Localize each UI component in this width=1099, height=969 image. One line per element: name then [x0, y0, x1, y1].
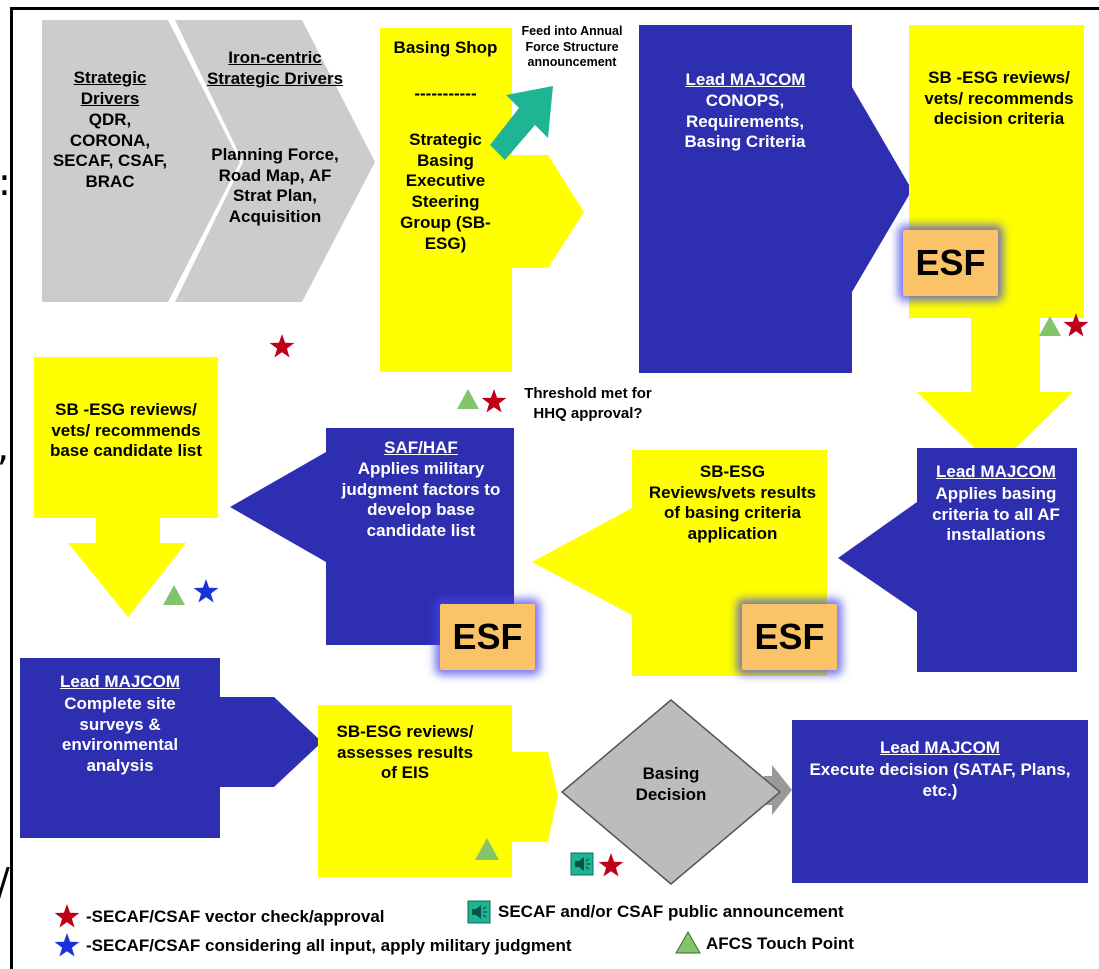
feed-note: Feed into Annual Force Structure announc… — [521, 24, 623, 70]
sb-esg-eis-text: SB-ESG reviews/ assesses results of EIS — [336, 722, 474, 783]
strategic-drivers-items: QDR, CORONA, SECAF, CSAF, BRAC — [52, 110, 168, 192]
basing-shop-title: Basing Shop — [393, 38, 498, 57]
edge-fragment: : — [0, 160, 11, 204]
legend-blue-star-label: -SECAF/CSAF considering all input, apply… — [86, 936, 572, 955]
sb-esg-decision-criteria-text: SB -ESG reviews/ vets/ recommends decisi… — [924, 68, 1074, 129]
legend-red-star-icon — [54, 904, 80, 928]
legend-speaker-icon — [467, 900, 491, 924]
iron-centric-items: Planning Force, Road Map, AF Strat Plan,… — [211, 145, 339, 227]
saf-haf-body: Applies military judgment factors to dev… — [341, 459, 501, 541]
saf-haf-arrow — [230, 428, 514, 645]
sb-esg-candidate-list-arrow — [34, 357, 218, 617]
sb-esg-candidate-list-text: SB -ESG reviews/ vets/ recommends base c… — [49, 400, 203, 461]
lead-majcom-site-surveys-body: Complete site surveys & environmental an… — [61, 694, 179, 776]
lead-majcom-site-surveys-arrow — [20, 658, 322, 838]
legend-speaker-label: SECAF and/or CSAF public announcement — [498, 902, 844, 921]
feed-arrow — [490, 86, 553, 160]
lead-majcom-execute-box — [792, 720, 1088, 883]
saf-haf-title: SAF/HAF — [384, 438, 458, 457]
threshold-note: Threshold met for HHQ approval? — [524, 385, 652, 422]
basing-shop-divider: ----------- — [414, 84, 477, 103]
red-star-icon — [269, 334, 295, 358]
green-triangle-icon — [163, 585, 185, 605]
basing-decision-text: Basing Decision — [635, 764, 707, 804]
legend-blue-star-icon — [54, 933, 80, 957]
legend-triangle-label: AFCS Touch Point — [706, 934, 854, 953]
edge-fragment: / — [0, 860, 10, 904]
basing-shop-body: Strategic Basing Executive Steering Grou… — [400, 130, 491, 253]
lead-majcom-criteria-title: Lead MAJCOM — [936, 462, 1056, 481]
green-triangle-icon — [457, 389, 479, 409]
esf-badge: ESF — [903, 230, 998, 296]
green-triangle-icon — [1039, 316, 1061, 336]
basing-decision-diamond — [560, 699, 782, 885]
strategic-drivers-chevron — [42, 20, 240, 302]
green-triangle-icon — [475, 838, 499, 860]
iron-centric-chevron — [175, 20, 375, 302]
blue-star-icon — [193, 579, 219, 603]
lead-majcom-conops-body: CONOPS, Requirements, Basing Criteria — [684, 91, 806, 152]
lead-majcom-execute-title: Lead MAJCOM — [880, 738, 1000, 757]
lead-majcom-criteria-arrow — [838, 448, 1077, 672]
legend-red-star-label: -SECAF/CSAF vector check/approval — [86, 907, 385, 926]
sb-esg-criteria-results-text: SB-ESG Reviews/vets results of basing cr… — [648, 462, 817, 544]
strategic-drivers-title: Strategic Drivers — [73, 68, 147, 108]
speaker-icon — [570, 852, 594, 876]
lead-majcom-conops-arrow — [639, 25, 912, 373]
lead-majcom-execute-body: Execute decision (SATAF, Plans, etc.) — [809, 760, 1071, 800]
red-star-icon — [598, 853, 624, 877]
legend-green-triangle-icon — [675, 930, 701, 954]
basing-shop-arrow — [380, 28, 584, 372]
red-star-icon — [481, 389, 507, 413]
lead-majcom-conops-title: Lead MAJCOM — [685, 70, 806, 89]
lead-majcom-criteria-body: Applies basing criteria to all AF instal… — [932, 484, 1060, 545]
esf-badge: ESF — [440, 604, 535, 670]
lead-majcom-site-surveys-title: Lead MAJCOM — [60, 672, 180, 691]
esf-badge: ESF — [742, 604, 837, 670]
sb-esg-eis-arrow — [318, 705, 558, 877]
edge-fragment: , — [0, 425, 9, 469]
iron-centric-title: Iron-centric Strategic Drivers — [206, 48, 344, 88]
